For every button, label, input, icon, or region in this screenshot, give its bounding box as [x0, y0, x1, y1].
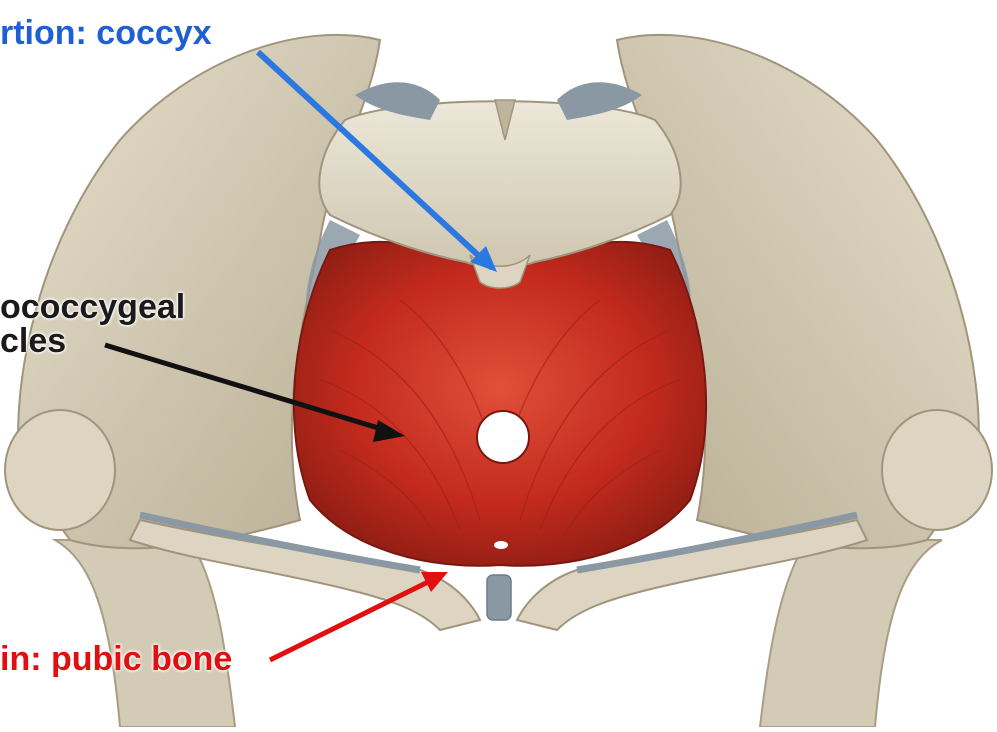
insertion-label: rtion: coccyx	[0, 14, 212, 52]
lower-opening	[494, 541, 508, 549]
right-hip-joint	[882, 410, 992, 530]
pubic-arrow	[270, 582, 428, 660]
left-hip-joint	[5, 410, 115, 530]
right-femur	[760, 540, 942, 727]
muscle-label-line2: cles	[0, 322, 66, 360]
pubic-symphysis	[487, 575, 511, 620]
muscle-label-line1: ococcygeal	[0, 288, 185, 326]
left-femur	[55, 540, 235, 727]
pelvic-floor-muscle	[294, 242, 706, 566]
central-opening	[477, 411, 529, 463]
origin-label: in: pubic bone	[0, 640, 232, 678]
